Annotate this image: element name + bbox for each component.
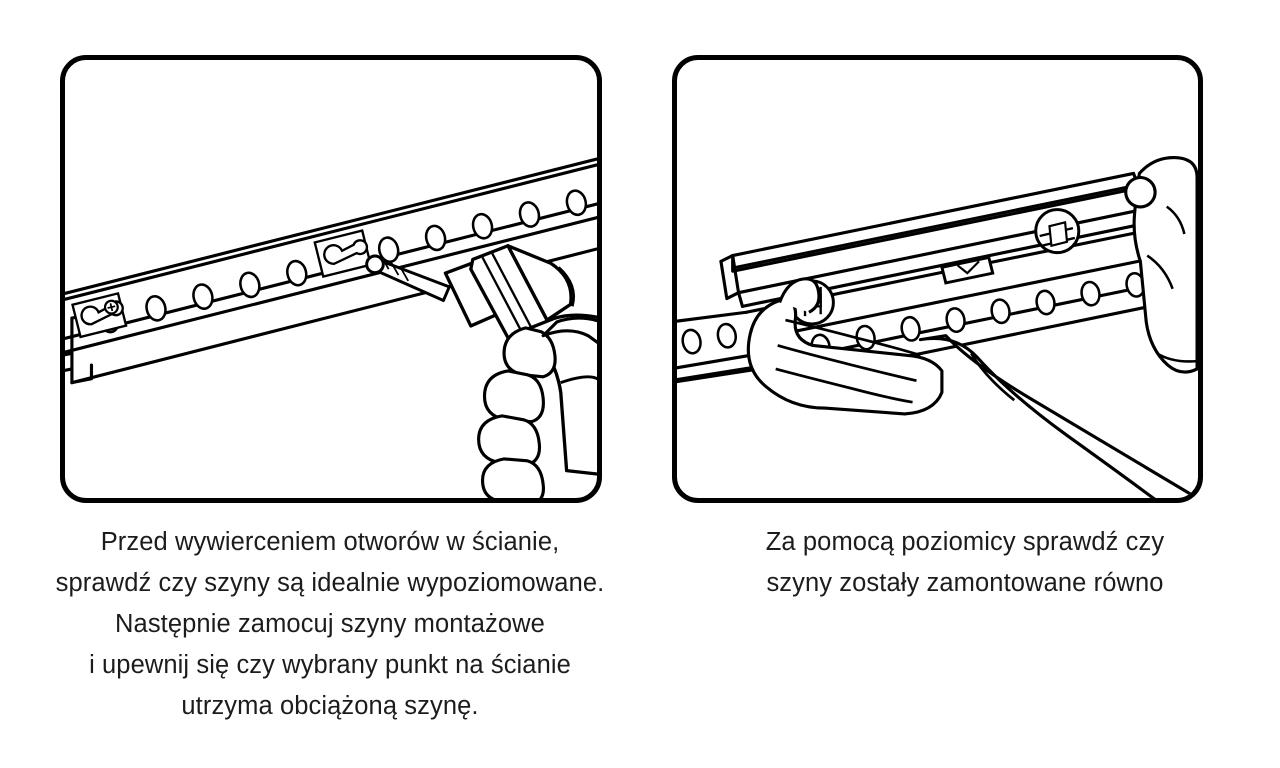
caption-level-step: Za pomocą poziomicy sprawdź czy szyny zo… bbox=[665, 522, 1265, 604]
illustration-panel-drilling bbox=[60, 55, 602, 503]
caption-line: Za pomocą poziomicy sprawdź czy bbox=[765, 528, 1165, 556]
caption-line: sprawdź czy szyny są idealnie wypoziomow… bbox=[55, 569, 605, 597]
caption-line: szyny zostały zamontowane równo bbox=[766, 569, 1164, 597]
keyhole-slot-detail-center bbox=[313, 229, 373, 278]
caption-line: utrzyma obciążoną szynę. bbox=[181, 692, 479, 720]
spirit-level-illustration bbox=[677, 156, 1198, 498]
caption-drilling-step: Przed wywierceniem otworów w ścianie, sp… bbox=[10, 522, 650, 727]
caption-line: i upewnij się czy wybrany punkt na ścian… bbox=[89, 651, 571, 679]
caption-line: Następnie zamocuj szyny montażowe bbox=[115, 610, 545, 638]
caption-line: Przed wywierceniem otworów w ścianie, bbox=[100, 528, 560, 556]
keyhole-slot-detail-left bbox=[71, 291, 128, 339]
drilling-illustration bbox=[65, 157, 597, 498]
horizontal-bubble-vial bbox=[1034, 208, 1081, 255]
center-bubble-vial bbox=[940, 255, 995, 285]
illustration-panel-spirit-level bbox=[672, 55, 1203, 503]
